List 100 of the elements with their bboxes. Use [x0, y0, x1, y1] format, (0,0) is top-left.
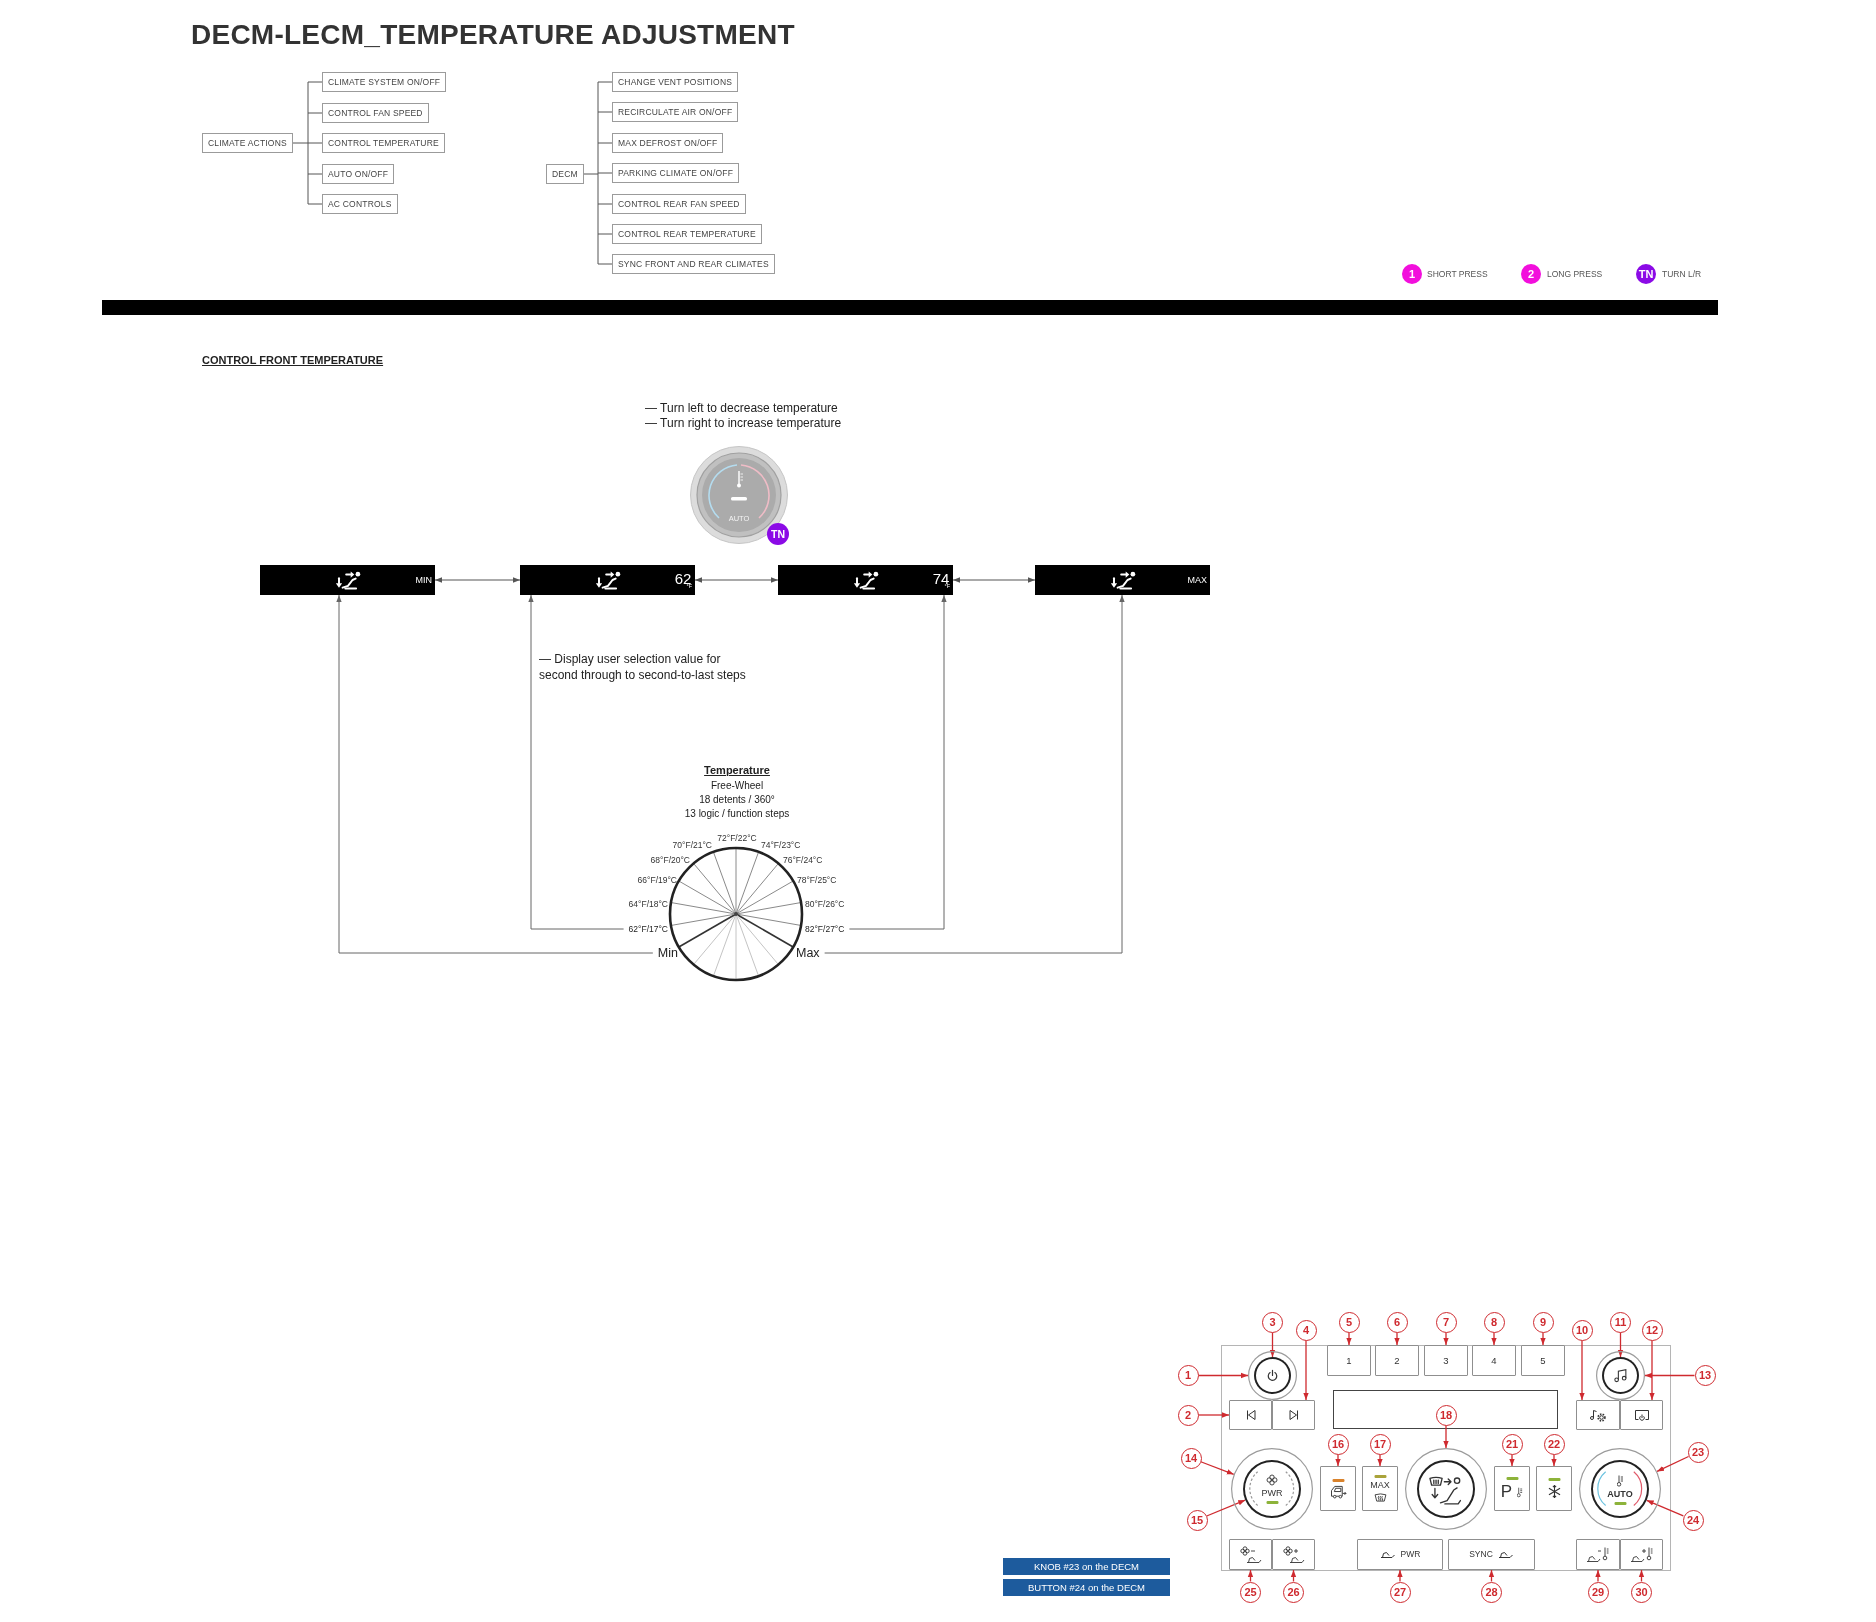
callout-number: 10 — [1571, 1319, 1593, 1341]
vehicle-button — [1320, 1466, 1356, 1511]
callout-number: 6 — [1386, 1311, 1408, 1333]
leader-arrow — [1488, 1569, 1495, 1583]
callout-number: 8 — [1483, 1311, 1505, 1333]
leader-arrow — [1377, 1453, 1383, 1467]
callout-number: 7 — [1435, 1311, 1457, 1333]
leader-arrow — [1394, 1331, 1400, 1346]
step-arrow — [434, 577, 521, 583]
knob-ring — [1248, 1351, 1297, 1400]
preset-button: 5 — [1521, 1345, 1565, 1376]
fan-knob: PWR — [1243, 1460, 1301, 1518]
callout-number: 30 — [1631, 1581, 1652, 1603]
snowflake-button — [1536, 1466, 1572, 1511]
function-box: AC CONTROLS — [322, 194, 398, 214]
preset-button: 4 — [1472, 1345, 1516, 1376]
display-value: MIN — [415, 575, 432, 585]
power-knob — [1254, 1357, 1291, 1394]
function-box: CLIMATE SYSTEM ON/OFF — [322, 72, 447, 92]
audio-knob — [1602, 1357, 1639, 1394]
legend-badge: TN — [1636, 264, 1656, 284]
callout-number: 5 — [1338, 1311, 1360, 1333]
note-tag: BUTTON #24 on the DECM — [1003, 1579, 1170, 1596]
step-arrow — [848, 594, 947, 930]
legend-badge: 2 — [1521, 264, 1541, 284]
callout-number: 21 — [1501, 1433, 1523, 1455]
callout-number: 27 — [1389, 1581, 1411, 1603]
knob-ring — [1579, 1448, 1661, 1530]
leader-arrow — [1644, 1372, 1696, 1379]
leader-arrow — [1247, 1569, 1254, 1583]
legend-label: LONG PRESS — [1547, 269, 1603, 279]
dial-step-label: 68°F/20°C — [650, 855, 690, 865]
leader-arrow — [1540, 1331, 1546, 1346]
legend-label: SHORT PRESS — [1427, 269, 1488, 279]
note-tag: KNOB #23 on the DECM — [1003, 1558, 1170, 1575]
screen-power-button — [1620, 1400, 1663, 1430]
leader-arrow — [1579, 1339, 1585, 1401]
preset-button: 3 — [1424, 1345, 1468, 1376]
display-bar — [778, 565, 953, 595]
knob-ring — [1596, 1351, 1645, 1400]
callout-number: 17 — [1369, 1433, 1391, 1455]
connector-line — [307, 142, 323, 144]
callout-number: 16 — [1327, 1433, 1349, 1455]
leader-arrow — [1646, 1499, 1684, 1517]
parking-climate-button: P — [1494, 1466, 1530, 1511]
fan-button — [1229, 1539, 1272, 1570]
callout-number: 22 — [1543, 1433, 1565, 1455]
dial-note: 13 logic / function steps — [684, 807, 790, 819]
connector-line — [597, 111, 613, 113]
leader-arrow — [1303, 1339, 1309, 1401]
connector-line — [597, 263, 613, 265]
display-value: MAX — [1187, 575, 1207, 585]
leader-arrow — [1197, 1372, 1249, 1379]
step-arrow — [824, 594, 1125, 954]
callout-number: 26 — [1283, 1581, 1304, 1603]
instruction-note: — Turn right to increase temperature — [645, 416, 842, 430]
legend-label: TURN L/R — [1662, 269, 1702, 279]
function-box: CONTROL REAR FAN SPEED — [612, 194, 746, 214]
diagram-title: DECM-LECM_TEMPERATURE ADJUSTMENT — [191, 19, 795, 51]
callout-number: 2 — [1177, 1404, 1199, 1426]
function-box: CHANGE VENT POSITIONS — [612, 72, 739, 92]
preset-button: 2 — [1375, 1345, 1419, 1376]
leader-arrow — [1617, 1331, 1624, 1358]
audio-settings-button — [1576, 1400, 1620, 1430]
dial-heading: Temperature — [704, 764, 770, 776]
step-arrow — [336, 594, 654, 954]
dial-step-label: 72°F/22°C — [717, 833, 757, 843]
callout-number: 1 — [1177, 1365, 1199, 1386]
seat-heat-button — [1620, 1539, 1663, 1570]
function-box: RECIRCULATE AIR ON/OFF — [612, 102, 739, 122]
leader-arrow — [1443, 1331, 1449, 1346]
connector-line — [597, 233, 613, 235]
leader-arrow — [1509, 1453, 1515, 1467]
leader-arrow — [1656, 1455, 1690, 1473]
leader-arrow — [1335, 1453, 1341, 1467]
category-box: CLIMATE ACTIONS — [202, 133, 293, 153]
legend-badge: 1 — [1402, 264, 1422, 284]
leader-arrow — [1346, 1331, 1352, 1346]
defrost-button: MAX — [1362, 1466, 1398, 1511]
dial-step-label: 70°F/21°C — [672, 840, 712, 850]
callout-number: 15 — [1186, 1509, 1208, 1531]
leader-arrow — [1443, 1424, 1449, 1449]
knob-ring — [1231, 1448, 1313, 1530]
step-arrow — [952, 577, 1036, 583]
sync-button: SYNC — [1448, 1539, 1535, 1570]
leader-arrow — [1649, 1339, 1655, 1401]
seat-power-button: PWR — [1357, 1539, 1443, 1570]
connector-line — [307, 81, 323, 83]
dial-step-label: 78°F/25°C — [797, 875, 837, 885]
leader-arrow — [1269, 1331, 1276, 1358]
dial-note: 18 detents / 360° — [699, 793, 775, 805]
dial-step-label: Max — [796, 946, 825, 960]
callout-number: 25 — [1240, 1581, 1261, 1603]
leader-arrow — [1206, 1499, 1246, 1517]
dial-step-label: Min — [652, 946, 678, 960]
dial-step-label: 80°F/26°C — [805, 899, 845, 909]
callout-number: 14 — [1180, 1447, 1202, 1469]
function-box: MAX DEFROST ON/OFF — [612, 133, 724, 153]
display-bar — [260, 565, 435, 595]
section-heading: CONTROL FRONT TEMPERATURE — [202, 354, 384, 366]
